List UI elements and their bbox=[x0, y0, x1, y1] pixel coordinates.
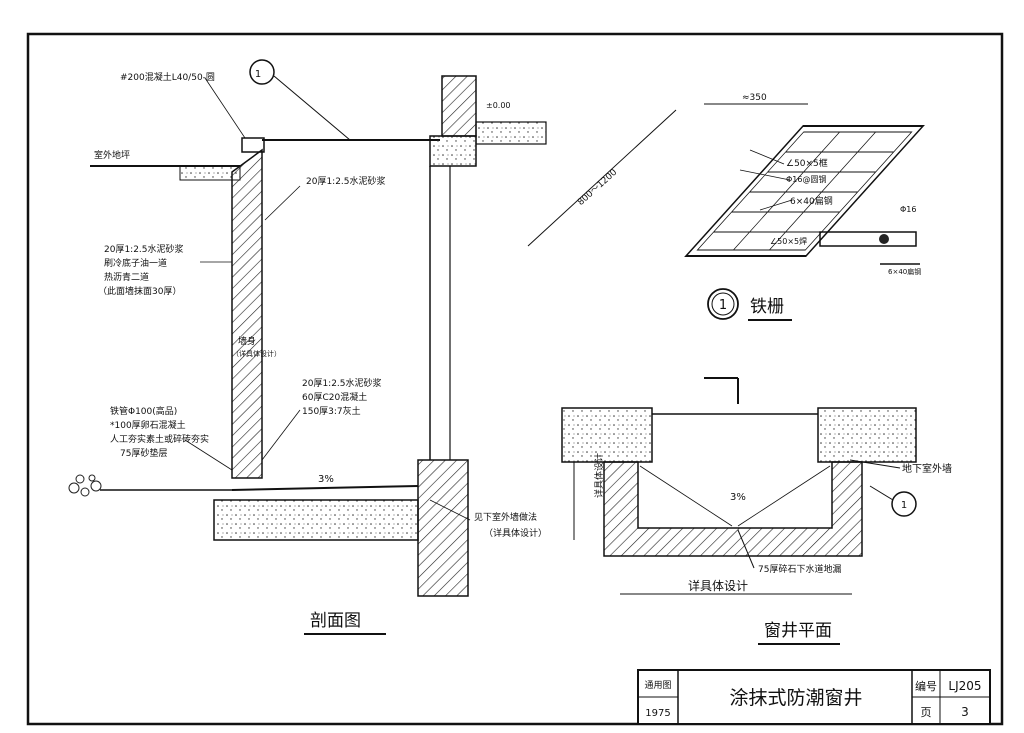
grate-detail-dia: Φ16 bbox=[900, 205, 916, 214]
label-floor-finish-3: 150厚3:7灰土 bbox=[302, 405, 361, 417]
section-leaders bbox=[184, 77, 471, 521]
plan-dim-left-text: 详具体设计 bbox=[593, 453, 605, 498]
grate-callout-mark: 1 bbox=[719, 298, 727, 313]
plan-wall-note: 地下室外墙 bbox=[902, 462, 952, 475]
label-plaster-outer-2: 刷冷底子油一道 bbox=[104, 257, 167, 269]
plan-dim-bottom-text: 详具体设计 bbox=[688, 578, 748, 593]
label-wall-mid: 墙身 bbox=[238, 335, 256, 347]
plan-wall-leader bbox=[849, 459, 901, 469]
grate-dim-width-text: ≈350 bbox=[742, 93, 767, 103]
title-number-label: 编号 bbox=[915, 679, 937, 693]
grate-leaders bbox=[739, 149, 793, 211]
well-cap bbox=[241, 137, 265, 153]
title-year: 1975 bbox=[645, 708, 670, 719]
plan-wall-right bbox=[817, 407, 917, 463]
label-plaster-outer-3: 热沥青二道 bbox=[104, 271, 149, 283]
sheet-border bbox=[26, 32, 1004, 726]
plan-wall-left bbox=[561, 407, 653, 463]
section-drawing: #200混凝土L40/50-圆 室外地坪 20厚1:2.5水泥砂浆 20厚1:2… bbox=[68, 59, 547, 635]
label-slope: 3% bbox=[318, 474, 334, 485]
label-elev: ±0.00 bbox=[486, 101, 511, 110]
title-block: 通用图 1975 涂抹式防潮窗井 编号 LJ205 页 3 bbox=[637, 669, 991, 725]
title-number-value: LJ205 bbox=[948, 679, 981, 693]
section-callout-mark: 1 bbox=[255, 69, 261, 80]
building-wall-upper bbox=[441, 75, 477, 137]
title-category-label: 通用图 bbox=[644, 680, 671, 691]
well-floor-line bbox=[231, 485, 419, 491]
grate-drawing: ≈350 800～1200 ∠50×5框 Φ16@圆钢 6×40扁钢 Φ16 ∠… bbox=[527, 93, 925, 321]
title-page-label: 页 bbox=[921, 706, 932, 719]
plan-callout-mark: 1 bbox=[901, 500, 907, 511]
well-outer-wall bbox=[231, 148, 263, 479]
grate-detail-bar bbox=[879, 234, 889, 244]
label-floor-finish-2: 60厚C20混凝土 bbox=[302, 391, 367, 403]
plan-title: 窗井平面 bbox=[764, 621, 832, 641]
plan-callout-circle bbox=[891, 491, 917, 517]
plan-diag-1 bbox=[639, 465, 733, 527]
grate-label-round-bar: Φ16@圆钢 bbox=[786, 174, 826, 184]
label-wall-mid-2: （详具体设计） bbox=[232, 349, 281, 358]
label-plaster-top: 20厚1:2.5水泥砂浆 bbox=[306, 175, 386, 187]
label-concrete-cover: #200混凝土L40/50-圆 bbox=[120, 71, 215, 83]
title-drawing-title: 涂抹式防潮窗井 bbox=[729, 687, 862, 709]
grate-dim-length-text: 800～1200 bbox=[576, 167, 619, 207]
grate-callout-circle bbox=[707, 288, 739, 320]
label-gravel: *100厚卵石混凝土 bbox=[110, 419, 186, 431]
plan-diag-2 bbox=[737, 465, 831, 527]
section-title: 剖面图 bbox=[310, 611, 361, 631]
grate-label-flat-bar: 6×40扁钢 bbox=[790, 195, 833, 207]
grate-title: 铁栅 bbox=[750, 297, 784, 317]
label-plaster-outer-1: 20厚1:2.5水泥砂浆 bbox=[104, 243, 184, 255]
label-clay: 人工夯实素土或碎砖夯实 bbox=[110, 433, 209, 445]
grate-dim-length bbox=[527, 109, 677, 247]
grate-detail-angle: ∠50×5焊 bbox=[770, 236, 807, 246]
label-bottom-note-2: （详具体设计） bbox=[484, 527, 547, 539]
floor-slab bbox=[475, 121, 547, 145]
grade-slab bbox=[179, 165, 241, 181]
lintel bbox=[429, 135, 477, 167]
grate-callout-inner bbox=[711, 292, 735, 316]
well-bottom-slab bbox=[213, 499, 419, 541]
label-outdoor-grade: 室外地坪 bbox=[94, 149, 130, 161]
plan-drain-leader bbox=[737, 529, 755, 569]
grate-detail-flat: 6×40扁钢 bbox=[888, 267, 921, 276]
title-page-value: 3 bbox=[961, 705, 969, 719]
plan-callout-leader bbox=[869, 485, 894, 501]
label-bottom-note-1: 见下室外墙做法 bbox=[474, 511, 537, 523]
grate-label-angle-frame: ∠50×5框 bbox=[786, 157, 828, 169]
label-plaster-outer-4: （此面墙抹面30厚） bbox=[98, 285, 181, 297]
plan-drain-note: 75厚碎石下水道地漏 bbox=[758, 563, 841, 575]
building-wall-lower bbox=[417, 459, 469, 597]
label-floor-finish-1: 20厚1:2.5水泥砂浆 bbox=[302, 377, 382, 389]
grate-detail-section bbox=[819, 231, 917, 247]
grate-frame bbox=[684, 125, 925, 257]
section-callout-circle bbox=[249, 59, 275, 85]
plan-well-wall bbox=[603, 461, 863, 557]
section-callout-leader bbox=[273, 75, 351, 141]
plan-drawing: 3% 地下室外墙 75厚碎石下水道地漏 详具体设计 详具体设计 1 窗井平面 bbox=[561, 377, 952, 645]
gravel-icon bbox=[68, 474, 102, 497]
label-iron-pipe: 铁管Φ100(高品) bbox=[110, 405, 177, 417]
label-sand: 75厚砂垫层 bbox=[120, 447, 167, 459]
plan-slope: 3% bbox=[730, 492, 746, 503]
